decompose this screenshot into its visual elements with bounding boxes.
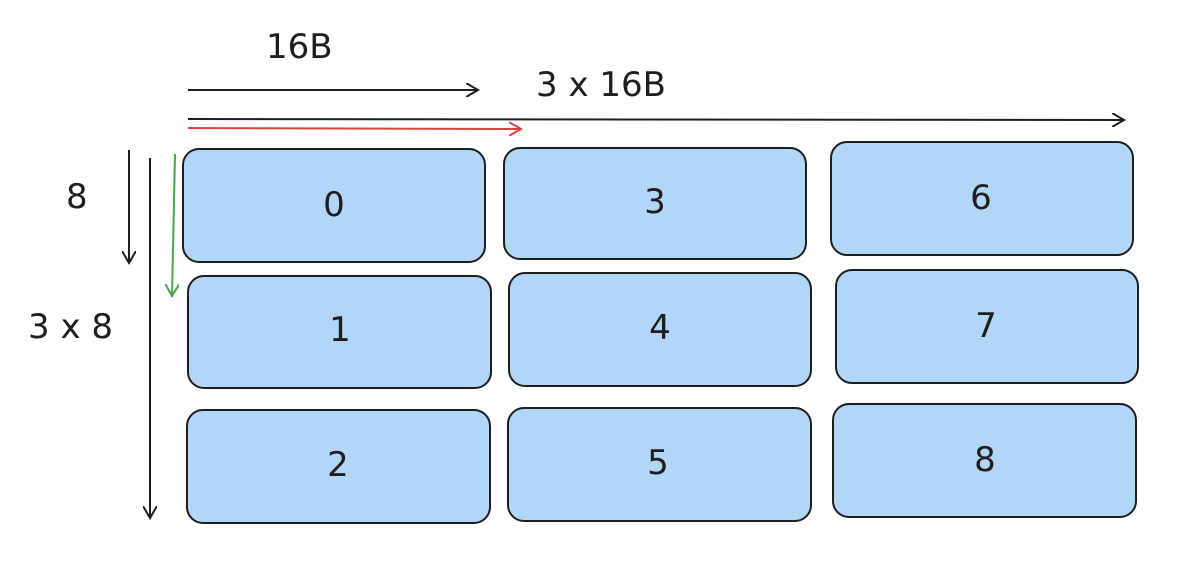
block-label-4: 4	[649, 308, 671, 348]
green-column-arrow	[172, 153, 175, 296]
total-width-label: 3 x 16B	[536, 65, 666, 105]
block-5: 5	[507, 407, 812, 522]
block-4: 4	[508, 272, 812, 387]
block-1: 1	[187, 275, 492, 389]
block-2: 2	[186, 409, 491, 524]
block-label-7: 7	[975, 306, 997, 346]
red-row-arrow	[187, 128, 521, 129]
block-8: 8	[832, 403, 1137, 518]
chunk-height-label: 8	[66, 177, 88, 217]
chunk-width-label: 16B	[266, 27, 333, 67]
block-label-2: 2	[327, 445, 349, 485]
block-label-0: 0	[323, 185, 345, 225]
block-label-3: 3	[644, 182, 666, 222]
block-0: 0	[182, 148, 486, 263]
block-3: 3	[503, 147, 807, 260]
total-width-arrow	[187, 119, 1124, 120]
block-6: 6	[830, 141, 1134, 256]
total-height-label: 3 x 8	[28, 307, 113, 347]
block-label-5: 5	[647, 443, 669, 483]
block-7: 7	[835, 269, 1139, 384]
block-label-1: 1	[329, 310, 351, 350]
block-label-8: 8	[974, 440, 996, 480]
block-label-6: 6	[970, 178, 992, 218]
